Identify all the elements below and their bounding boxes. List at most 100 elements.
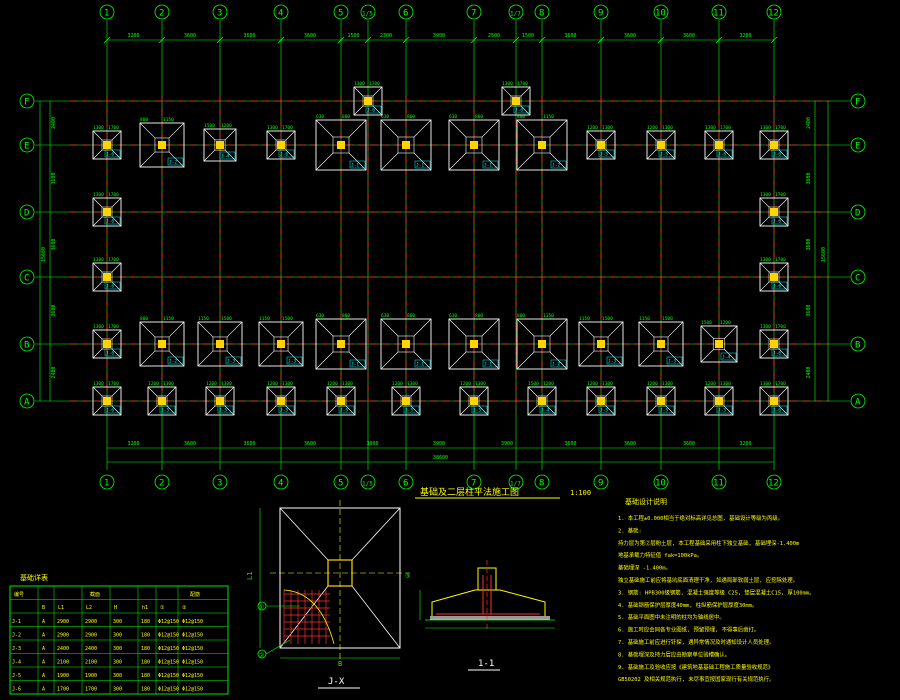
footing-size: 800 [517, 313, 525, 319]
axis-bubble-label: 11 [713, 479, 724, 489]
footing-tag: J-6 [104, 348, 121, 357]
footing-size: 1150 [579, 316, 590, 322]
footing-outline [448, 119, 500, 171]
footing-size: 1300 [705, 125, 716, 131]
footing-outline [586, 386, 616, 416]
table-cell: Φ12@150 [158, 646, 179, 652]
footing-slope [413, 318, 432, 337]
axis-bubble-label: F [24, 98, 29, 108]
bottom-dim-text: 3600 [304, 441, 316, 447]
footing-size: 630 [449, 114, 457, 120]
axis-bubble-col: 3 [212, 474, 228, 490]
footing-tag-box [666, 356, 683, 365]
column [470, 397, 478, 405]
footing-size: 800 [140, 316, 148, 322]
table-cell: 180 [141, 660, 150, 666]
bottom-dim-text: 3600 [624, 441, 636, 447]
footing-size: 1700 [720, 125, 731, 131]
footing-tag-label: J-5 [660, 152, 668, 158]
axis-bubble-label: 4 [278, 479, 283, 489]
table-cell: Φ12@150 [182, 633, 203, 639]
footing-size: 1700 [775, 324, 786, 330]
footing-tag-label: J-5 [219, 408, 227, 414]
footing-tag: J-2 [550, 160, 567, 169]
footing-slope [315, 119, 334, 138]
dim-tick [402, 36, 410, 44]
footing-size: 1150 [543, 313, 554, 319]
footing-slope [315, 351, 334, 370]
footing-slope [147, 386, 158, 397]
axis-bubble-label: D [855, 209, 860, 219]
footing-size: 1150 [198, 316, 209, 322]
axis-bubble-label: 2 [159, 9, 164, 19]
footing-tag: J-5 [338, 405, 355, 414]
footing-slope [448, 152, 467, 171]
footing-slope [345, 405, 356, 416]
footing-slope [723, 386, 734, 397]
footing-size: 1200 [647, 381, 658, 387]
table-cell: J-2 [12, 633, 21, 639]
footing-slope [481, 119, 500, 138]
footing-tag: J-1 [349, 359, 366, 368]
footing-slope [326, 405, 337, 416]
footing-tag: J-6 [771, 348, 788, 357]
top-dim-text: 3900 [433, 33, 445, 39]
footing-tag-label: J-6 [367, 108, 375, 114]
axis-bubble-label: 9 [598, 9, 603, 19]
footing-tag-box [716, 405, 733, 414]
footing-size: 1700 [775, 125, 786, 131]
table-cell: 300 [113, 660, 122, 666]
footing-slope [92, 262, 103, 273]
footing-tag-box [286, 356, 303, 365]
footing-tag-box [104, 405, 121, 414]
footing-size: 1200 [720, 320, 731, 326]
table-cell: J-5 [12, 673, 21, 679]
footing-tag: J-6 [771, 405, 788, 414]
footing-slope [92, 405, 103, 416]
footing-pedestal [397, 335, 415, 353]
footing-outline [139, 122, 185, 168]
right-dim-text: 2400 [806, 117, 812, 129]
footing-slope [778, 197, 789, 208]
footing-slope [205, 386, 216, 397]
footing-tag-label: J-4 [221, 154, 229, 160]
footing-slope [704, 386, 715, 397]
footing-size: 1700 [108, 257, 119, 263]
detail-marker: ① [259, 604, 264, 611]
column [364, 97, 372, 105]
footing-size: 1500 [221, 316, 232, 322]
column [597, 141, 605, 149]
table-subheader: h1 [142, 605, 148, 611]
column [715, 340, 723, 348]
top-dim-text: 3600 [624, 33, 636, 39]
footing-tag-label: J-1 [416, 362, 424, 368]
footing-tag-label: J-6 [515, 108, 523, 114]
axis-bubble-circle [466, 474, 482, 490]
axis-bubble-col: 10 [653, 4, 669, 20]
top-dim-text: 3600 [565, 33, 577, 39]
column [512, 97, 520, 105]
footing-outline [315, 318, 367, 370]
axis-bubble-label: C [24, 274, 29, 284]
footing-tag: J-4 [539, 405, 556, 414]
footing-tag: J-2 [550, 359, 567, 368]
column [216, 141, 224, 149]
footing-tag-box [598, 149, 615, 158]
axis-bubble-label: 3 [217, 9, 222, 19]
column [277, 141, 285, 149]
dim-tick [512, 36, 520, 44]
footing-slope [92, 197, 103, 208]
axis-bubble-circle [333, 4, 349, 20]
footing-outline [516, 318, 568, 370]
footing-slope [700, 349, 714, 363]
axis-bubble-col: 8 [534, 4, 550, 20]
footing-outline [646, 386, 676, 416]
